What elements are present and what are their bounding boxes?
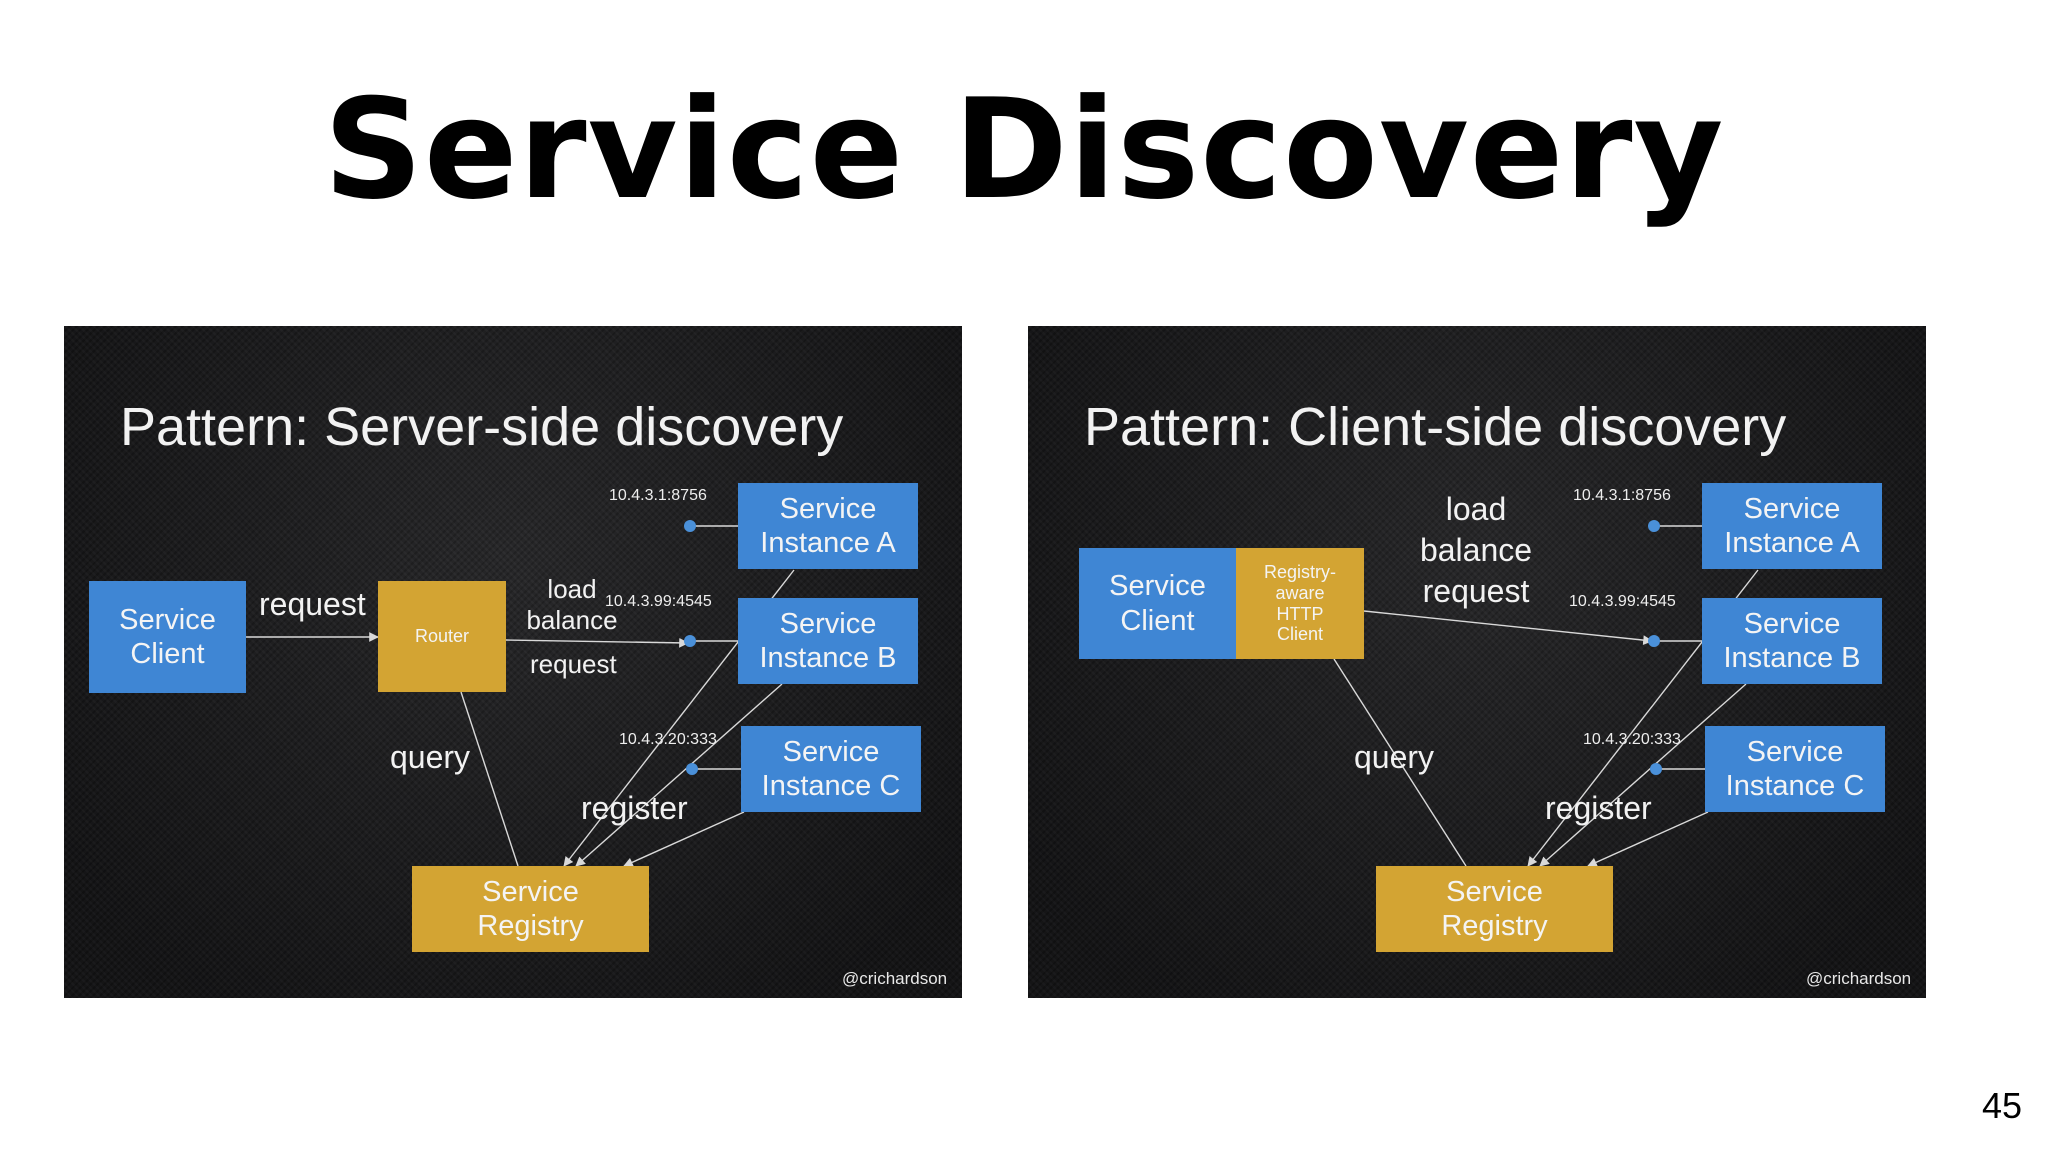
ip-dot-a xyxy=(684,520,696,532)
ip-label-b: 10.4.3.99:4545 xyxy=(1569,593,1676,610)
register-arrow-c xyxy=(1587,811,1709,867)
author-credit: @crichardson xyxy=(842,969,948,988)
query-line xyxy=(1333,658,1467,867)
service-registry-box: Service Registry xyxy=(412,866,649,952)
ip-dot-b xyxy=(1648,635,1660,647)
register-arrow-c xyxy=(623,811,745,867)
ip-dot-c xyxy=(686,763,698,775)
request-label: request xyxy=(259,586,366,622)
service-instance-b: Service Instance B xyxy=(738,598,918,684)
ip-dot-c xyxy=(1650,763,1662,775)
register-arrow-b xyxy=(1539,683,1747,867)
http-client-box: Registry- aware HTTP Client xyxy=(1236,548,1364,659)
page-number: 45 xyxy=(1981,1085,2022,1126)
server-side-title: Pattern: Server-side discovery xyxy=(120,397,844,457)
load-balance-arrow xyxy=(1363,610,1653,645)
register-arrow-b xyxy=(575,683,783,867)
client-side-diagram: Pattern: Client-side discovery Service C… xyxy=(1028,326,1926,998)
service-instance-a: Service Instance A xyxy=(738,483,918,569)
service-client-box: Service Client xyxy=(89,581,246,693)
query-line xyxy=(460,691,519,867)
service-instance-c: Service Instance C xyxy=(1705,726,1885,812)
load-balance-arrow xyxy=(505,637,689,648)
client-side-title: Pattern: Client-side discovery xyxy=(1084,397,1787,457)
service-client-box: Service Client xyxy=(1079,548,1236,659)
ip-label-b: 10.4.3.99:4545 xyxy=(605,593,712,610)
service-registry-box: Service Registry xyxy=(1376,866,1613,952)
ip-label-c: 10.4.3.20:333 xyxy=(619,731,717,748)
request-lb-label: request xyxy=(530,649,617,679)
query-label: query xyxy=(390,739,471,775)
load-balance-label: load balance xyxy=(526,574,618,635)
slide-title: Service Discovery xyxy=(323,69,1725,230)
register-label: register xyxy=(1545,790,1652,826)
ip-label-c: 10.4.3.20:333 xyxy=(1583,731,1681,748)
server-side-diagram: Pattern: Server-side discovery Service C… xyxy=(64,326,962,998)
ip-dot-a xyxy=(1648,520,1660,532)
service-instance-b: Service Instance B xyxy=(1702,598,1882,684)
load-balance-request-label: load balance request xyxy=(1419,491,1533,609)
register-label: register xyxy=(581,790,688,826)
router-box: Router xyxy=(378,581,506,692)
query-label: query xyxy=(1354,739,1435,775)
ip-dot-b xyxy=(684,635,696,647)
service-instance-a: Service Instance A xyxy=(1702,483,1882,569)
author-credit: @crichardson xyxy=(1806,969,1912,988)
ip-label-a: 10.4.3.1:8756 xyxy=(1573,487,1671,504)
service-instance-c: Service Instance C xyxy=(741,726,921,812)
ip-label-a: 10.4.3.1:8756 xyxy=(609,487,707,504)
